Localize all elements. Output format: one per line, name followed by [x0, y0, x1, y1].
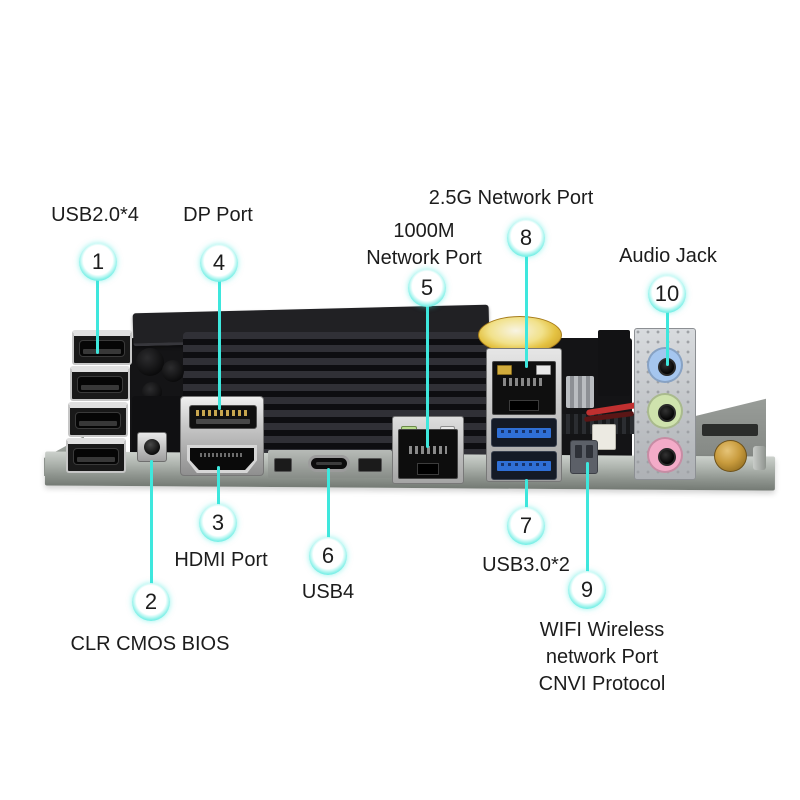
callout-cmos-number: 2 — [144, 589, 158, 614]
callout-hdmi: 3 — [199, 504, 237, 542]
dp-port-pins — [196, 410, 250, 416]
leader-line-3 — [217, 466, 220, 506]
label-2-5g: 2.5G Network Port — [428, 187, 594, 209]
rj45-pins — [409, 446, 447, 454]
hdmi-port-frame — [187, 445, 257, 473]
rj45-led-white — [536, 365, 551, 375]
dp-port — [189, 405, 257, 429]
callout-2-5g: 8 — [507, 219, 545, 257]
leader-line-1 — [96, 278, 99, 354]
callout-usb3-number: 7 — [519, 513, 533, 538]
mini-heatsink — [566, 376, 594, 408]
callout-audio: 10 — [648, 275, 686, 313]
usb2-tongue — [81, 385, 119, 390]
clr-cmos-button-cap — [144, 439, 160, 455]
usb3-tongue — [497, 428, 551, 438]
dp-port-bar — [196, 419, 250, 424]
rj45-1000m-port — [392, 416, 464, 484]
callout-usb4-number: 6 — [321, 543, 335, 568]
callout-dp-number: 4 — [212, 250, 226, 275]
usb2-tongue — [83, 349, 121, 354]
wifi-cnvi-connector — [570, 440, 598, 474]
leader-line-4 — [218, 280, 221, 410]
rj45-led-amber — [497, 365, 512, 375]
wifi-slot — [575, 445, 582, 458]
capacitor — [162, 360, 184, 382]
audio-jack-mic — [647, 437, 683, 473]
callout-1000m-number: 5 — [420, 275, 434, 300]
leader-line-2 — [150, 460, 153, 586]
usb3-port-1 — [491, 418, 557, 447]
usb2-port-1 — [72, 330, 132, 365]
leader-line-9 — [586, 462, 589, 573]
usb2-port-4 — [66, 438, 126, 473]
callout-usb2-number: 1 — [91, 249, 105, 274]
cmos-battery — [478, 316, 562, 354]
usb2-tongue — [77, 457, 115, 462]
board-component — [598, 330, 630, 396]
usb4-tongue — [316, 462, 342, 465]
audio-jack-line-in — [647, 347, 683, 383]
side-module-slot — [702, 424, 758, 436]
leader-line-10 — [666, 311, 669, 366]
label-wifi: WIFI Wireless network Port CNVI Protocol — [538, 619, 666, 695]
callout-hdmi-number: 3 — [211, 510, 225, 535]
label-audio: Audio Jack — [619, 245, 717, 267]
usb2-port-2 — [70, 366, 130, 401]
callout-audio-number: 10 — [654, 281, 680, 306]
label-dp: DP Port — [183, 204, 253, 226]
jack-hole — [658, 404, 676, 422]
label-1000m: 1000M Network Port — [366, 220, 482, 269]
wifi-slot — [586, 445, 593, 458]
callout-2-5g-number: 8 — [519, 225, 533, 250]
callout-dp: 4 — [200, 244, 238, 282]
small-connector — [274, 458, 292, 472]
capacitor — [136, 348, 164, 376]
usb3-contacts — [501, 430, 547, 433]
usb3-port-2 — [491, 451, 557, 480]
display-port-module — [180, 396, 264, 476]
callout-wifi: 9 — [568, 571, 606, 609]
leader-line-8 — [525, 254, 528, 368]
usb2-tongue — [79, 421, 117, 426]
callout-1000m: 5 — [408, 269, 446, 307]
label-hdmi: HDMI Port — [174, 549, 268, 571]
jack-hole — [658, 448, 676, 466]
leader-line-6 — [327, 468, 330, 539]
gold-capacitor — [714, 440, 747, 472]
usb2-port-3 — [68, 402, 128, 437]
rj45-latch — [509, 400, 539, 411]
hdmi-port — [190, 448, 254, 470]
rj45-2-5g-port — [492, 361, 556, 415]
label-cmos: CLR CMOS BIOS — [70, 633, 230, 655]
network-usb3-block — [486, 348, 562, 482]
audio-jack-bracket — [634, 328, 696, 480]
usb3-tongue — [497, 461, 551, 471]
label-usb3: USB3.0*2 — [482, 554, 570, 576]
callout-cmos: 2 — [132, 583, 170, 621]
board-component — [753, 446, 766, 470]
callout-usb3: 7 — [507, 507, 545, 545]
audio-jack-line-out — [647, 393, 683, 429]
callout-wifi-number: 9 — [580, 577, 594, 602]
rj45-pins — [503, 378, 545, 386]
callout-usb2: 1 — [79, 243, 117, 281]
small-connector — [358, 458, 382, 472]
rj45-latch — [417, 463, 439, 475]
label-usb4: USB4 — [301, 581, 355, 603]
hdmi-port-pins — [200, 453, 244, 457]
leader-line-7 — [525, 479, 528, 509]
leader-line-5 — [426, 305, 429, 448]
clr-cmos-button — [137, 432, 167, 462]
usb3-contacts — [501, 463, 547, 466]
label-usb2: USB2.0*4 — [51, 204, 139, 226]
callout-usb4: 6 — [309, 537, 347, 575]
